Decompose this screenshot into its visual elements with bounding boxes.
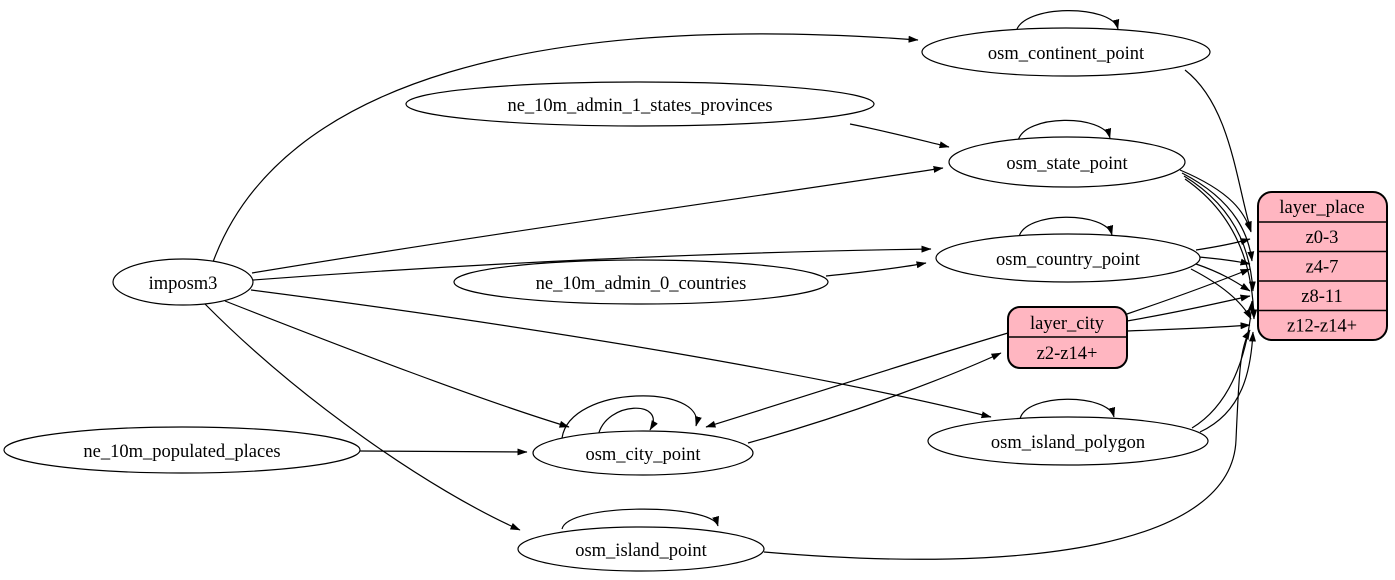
edge-osm_state_point-layer_place-z0-3 — [1179, 169, 1252, 233]
osm_island_point-label: osm_island_point — [575, 541, 707, 561]
imposm3-shape — [112, 258, 254, 306]
edge-selfloop-osm_island_point — [561, 508, 719, 530]
layer_place-title: layer_place — [1279, 198, 1364, 218]
edge-imposm3-osm_island_point — [204, 303, 521, 531]
layer_city-row-z2-z14: z2-z14+ — [1037, 344, 1098, 364]
edge-osm_island_polygon-layer_place-z8-11 — [1191, 300, 1255, 429]
edge-layer_city-layer_place-z8-11 — [1126, 294, 1251, 322]
edge-osm_island_point-layer_place-z12-z14 — [763, 329, 1251, 560]
layer_place-row-z12-z14: z12-z14+ — [1287, 317, 1357, 337]
edge-layer_city-layer_place-z4-7 — [1126, 268, 1251, 315]
osm_island_point-shape — [517, 526, 765, 572]
edge-osm_country_point-layer_place-z0-3 — [1195, 238, 1251, 251]
edge-layer_city-layer_place-z12-z14 — [1126, 322, 1251, 332]
node-ne_10m_populated_places: ne_10m_populated_places — [3, 426, 361, 474]
edges — [204, 10, 1258, 560]
edge-imposm3-osm_continent_point — [212, 33, 919, 263]
osm_country_point-shape — [935, 233, 1201, 283]
osm_country_point-label: osm_country_point — [996, 250, 1141, 270]
edge-osm_city_point-layer_city — [747, 352, 1002, 444]
edge-selfloop-outer-osm_city_point — [561, 395, 702, 439]
ne_10m_admin_1_states_provinces-label: ne_10m_admin_1_states_provinces — [507, 96, 772, 116]
node-osm_continent_point: osm_continent_point — [921, 27, 1211, 77]
edge-imposm3-osm_island_polygon — [250, 289, 992, 419]
node-osm_city_point: osm_city_point — [532, 430, 754, 476]
edge-selfloop-inner-osm_city_point — [597, 407, 658, 437]
edge-imposm3-osm_city_point — [224, 300, 570, 428]
edge-osm_country_point-layer_place-z8-11 — [1195, 263, 1251, 292]
edge-ne_10m_populated_places-osm_city_point — [359, 448, 528, 456]
node-imposm3: imposm3 — [112, 258, 254, 306]
node-osm_country_point: osm_country_point — [935, 233, 1201, 283]
ne_10m_admin_0_countries-shape — [453, 259, 829, 305]
ne_10m_admin_1_states_provinces-shape — [405, 81, 875, 127]
edge-imposm3-osm_country_point — [252, 245, 932, 281]
osm_state_point-shape — [948, 136, 1186, 188]
record-layer_city: layer_city z2-z14+ — [1007, 306, 1128, 369]
edge-osm_state_point-layer_place-z8-11 — [1183, 175, 1256, 292]
edge-selfloop-osm_country_point — [1018, 216, 1114, 238]
edge-ne_10m_admin_0_countries-osm_country_point — [825, 261, 927, 277]
edge-ne_10m_admin_1_states_provinces-osm_state_point — [849, 123, 950, 149]
layer_city-title: layer_city — [1030, 314, 1105, 334]
layer_place-row-z8-11: z8-11 — [1301, 287, 1342, 307]
edge-selfloop-osm_state_point — [1017, 119, 1112, 142]
ne_10m_populated_places-label: ne_10m_populated_places — [83, 442, 280, 462]
osm_continent_point-label: osm_continent_point — [988, 44, 1145, 64]
ne_10m_admin_0_countries-label: ne_10m_admin_0_countries — [536, 274, 747, 294]
node-ne_10m_admin_0_countries: ne_10m_admin_0_countries — [453, 259, 829, 305]
edge-osm_island_polygon-layer_place-z12-z14 — [1199, 331, 1256, 433]
edge-selfloop-osm_island_polygon — [1019, 398, 1116, 420]
layer_place-row-z4-7: z4-7 — [1306, 258, 1339, 278]
osm_state_point-label: osm_state_point — [1006, 154, 1128, 174]
edge-osm_continent_point-layer_place-z0-3 — [1184, 69, 1252, 232]
osm_continent_point-shape — [921, 27, 1211, 77]
osm_island_polygon-label: osm_island_polygon — [991, 433, 1145, 453]
node-osm_island_polygon: osm_island_polygon — [927, 416, 1209, 466]
node-osm_state_point: osm_state_point — [948, 136, 1186, 188]
ne_10m_populated_places-shape — [3, 426, 361, 474]
record-layer_place: layer_place z0-3 z4-7 z8-11 z12-z14+ — [1257, 191, 1388, 341]
osm_island_polygon-shape — [927, 416, 1209, 466]
edge-osm_country_point-layer_place-z4-7 — [1198, 256, 1251, 266]
edge-layer_city-osm_city_point — [705, 332, 1009, 428]
layer_place-row-z0-3: z0-3 — [1306, 228, 1339, 248]
edge-osm_state_point-layer_place-z4-7 — [1181, 172, 1255, 262]
layer_place-box — [1257, 191, 1388, 341]
edge-selfloop-osm_continent_point — [1015, 10, 1120, 33]
edge-imposm3-osm_state_point — [251, 165, 944, 274]
osm_city_point-shape — [532, 430, 754, 476]
edge-osm_country_point-layer_place-z12-z14 — [1190, 268, 1252, 320]
node-ne_10m_admin_1_states_provinces: ne_10m_admin_1_states_provinces — [405, 81, 875, 127]
osm_city_point-label: osm_city_point — [585, 445, 701, 465]
node-osm_island_point: osm_island_point — [517, 526, 765, 572]
imposm3-label: imposm3 — [149, 274, 218, 294]
